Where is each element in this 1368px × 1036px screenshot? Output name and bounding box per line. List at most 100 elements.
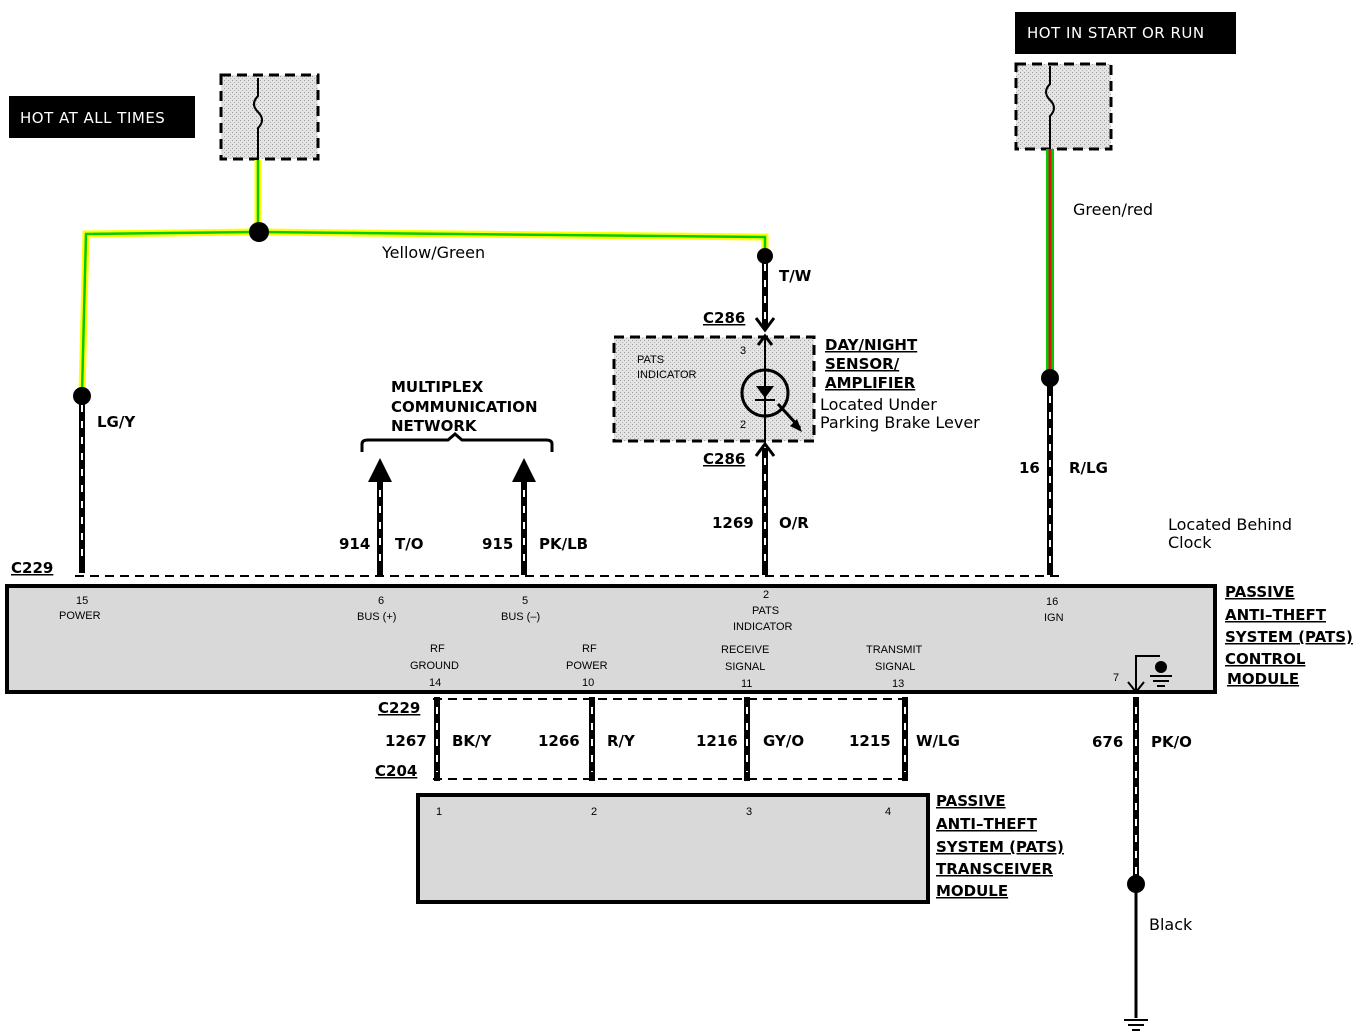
transceiver-title1: PASSIVE: [936, 792, 1006, 810]
wire-1216-color: GY/O: [763, 732, 804, 750]
ground-icon: [1124, 1019, 1148, 1031]
day-night-sensor-box: PATS INDICATOR 3 2: [612, 333, 816, 443]
control-module-title4: CONTROL: [1225, 650, 1306, 668]
green-red-label: Green/red: [1073, 200, 1153, 219]
transceiver-title2: ANTI–THEFT: [936, 815, 1038, 833]
pin-13-number: 13: [892, 678, 904, 690]
pin-2-name2: INDICATOR: [733, 621, 793, 633]
multiplex-line2: COMMUNICATION: [391, 398, 538, 416]
pin-13-name1: TRANSMIT: [866, 644, 923, 656]
fuse-left-icon: [253, 78, 263, 158]
wire-16-color: R/LG: [1069, 459, 1108, 477]
pin-11-number: 11: [741, 678, 752, 690]
green-red-wire: [1041, 149, 1059, 387]
pin-11-name2: SIGNAL: [725, 661, 765, 673]
wire-1215-number: 1215: [849, 732, 891, 750]
pin-16-name: IGN: [1044, 612, 1064, 624]
hot-at-all-times-text: HOT AT ALL TIMES: [20, 109, 165, 127]
pin-6-name: BUS (+): [357, 611, 396, 623]
wire-1216-number: 1216: [696, 732, 738, 750]
pin-10-name1: RF: [582, 643, 597, 655]
transceiver-pin-3: 3: [746, 806, 752, 818]
pin-14-number: 14: [429, 677, 441, 689]
pin-2-name1: PATS: [752, 605, 779, 617]
bus-plus-arrow: [368, 458, 392, 575]
hot-in-start-or-run-banner: HOT IN START OR RUN: [1015, 12, 1236, 54]
transceiver-title4: TRANSCEIVER: [936, 860, 1053, 878]
transceiver-pin-2: 2: [591, 806, 597, 818]
control-module-title5: MODULE: [1227, 670, 1299, 688]
wire-16-number: 16: [1019, 459, 1040, 477]
pin-16-number: 16: [1046, 596, 1058, 608]
fuse-right-icon: [1045, 66, 1055, 148]
tw-wire: [754, 248, 776, 333]
pin-2-number: 2: [763, 589, 769, 601]
wire-1215-color: W/LG: [916, 732, 960, 750]
yellow-green-label: Yellow/Green: [381, 243, 485, 262]
splice-dot: [249, 222, 269, 242]
or-wire: [754, 441, 776, 575]
c286-bottom-label: C286: [703, 450, 745, 468]
control-module-title1: PASSIVE: [1225, 583, 1295, 601]
wire-915-number: 915: [482, 535, 513, 553]
wire-1267-color: BK/Y: [452, 732, 493, 750]
wire-914-color: T/O: [395, 535, 423, 553]
lg-y-wire: [73, 387, 91, 573]
sensor-location1: Located Under: [820, 395, 937, 414]
transceiver-title5: MODULE: [936, 882, 1008, 900]
transceiver-pin-4: 4: [885, 806, 891, 818]
pin-14-name1: RF: [430, 643, 445, 655]
wire-1266-color: R/Y: [607, 732, 636, 750]
case-ground-icon: [1127, 655, 1172, 694]
multiplex-line3: NETWORK: [391, 417, 478, 435]
sensor-pin-3: 3: [740, 345, 746, 357]
control-module-title3: SYSTEM (PATS): [1225, 628, 1353, 646]
wire-1269-number: 1269: [712, 514, 754, 532]
sensor-title3: AMPLIFIER: [825, 374, 916, 392]
control-module-title2: ANTI–THEFT: [1225, 606, 1327, 624]
module-location1: Located Behind: [1168, 515, 1292, 534]
transceiver-title3: SYSTEM (PATS): [936, 838, 1064, 856]
c286-top-label: C286: [703, 309, 745, 327]
pin-15-number: 15: [76, 595, 88, 607]
lg-y-label: LG/Y: [97, 413, 136, 431]
pats-transceiver-module: 1 2 3 4: [416, 793, 930, 904]
pin-11-name1: RECEIVE: [721, 644, 769, 656]
c204-label: C204: [375, 762, 417, 780]
transceiver-pin-1: 1: [436, 806, 442, 818]
sensor-box-label2: INDICATOR: [637, 369, 697, 381]
sensor-title2: SENSOR/: [825, 355, 900, 373]
hot-in-start-or-run-text: HOT IN START OR RUN: [1027, 24, 1205, 42]
wire-676-number: 676: [1092, 733, 1123, 751]
wire-1267-number: 1267: [385, 732, 427, 750]
pin-13-name2: SIGNAL: [875, 661, 915, 673]
multiplex-brace: [360, 432, 554, 452]
pin-10-number: 10: [582, 677, 594, 689]
wire-915-color: PK/LB: [539, 535, 588, 553]
connector-dot: [1041, 369, 1059, 387]
sensor-location2: Parking Brake Lever: [820, 413, 980, 432]
wire-1269-color: O/R: [779, 514, 809, 532]
black-wire-label: Black: [1149, 915, 1193, 934]
sensor-pin-2: 2: [740, 419, 746, 431]
tw-label: T/W: [779, 267, 812, 285]
pin-14-name2: GROUND: [410, 660, 459, 672]
module-location2: Clock: [1168, 533, 1212, 552]
pin-5-name: BUS (–): [501, 611, 540, 623]
hot-at-all-times-banner: HOT AT ALL TIMES: [9, 96, 195, 138]
bus-minus-arrow: [512, 458, 536, 575]
led-icon: [740, 368, 790, 418]
pin-10-name2: POWER: [566, 660, 608, 672]
pk-o-ground-wire: [1124, 697, 1148, 1031]
pin-6-number: 6: [378, 595, 384, 607]
pin-7-number: 7: [1113, 672, 1119, 684]
multiplex-line1: MULTIPLEX: [391, 378, 484, 396]
sensor-box-label1: PATS: [637, 354, 664, 366]
pats-control-module: 15 POWER 6 BUS (+) 5 BUS (–) 2 PATS INDI…: [5, 584, 1217, 694]
c229-bottom-label: C229: [378, 699, 420, 717]
wire-1266-number: 1266: [538, 732, 580, 750]
wire-676-color: PK/O: [1151, 733, 1192, 751]
wire-914-number: 914: [339, 535, 370, 553]
